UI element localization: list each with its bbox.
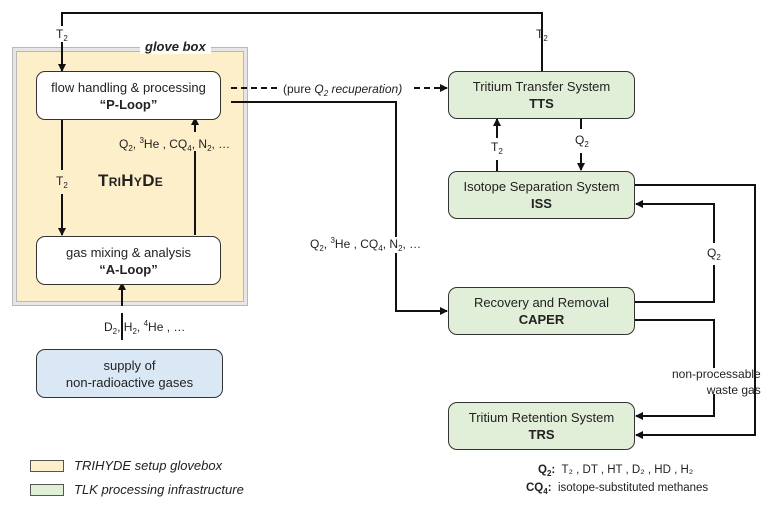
iss-title: Isotope Separation System: [463, 179, 620, 194]
p-to-caper-line: [231, 101, 397, 239]
iss-node: Isotope Separation System ISS: [448, 171, 635, 219]
trihyde-label: TRIHYDE: [98, 171, 164, 190]
legend-label-tlk: TLK processing infrastructure: [74, 482, 244, 497]
t2-label-inner: T2: [56, 174, 68, 190]
caper-waste-to-trs: [635, 394, 715, 420]
trs-node: Tritium Retention System TRS: [448, 402, 635, 450]
p-to-caper-gas-label: Q2, 3He , CQ4, N2, …: [308, 236, 424, 253]
note-cq4: CQ4: isotope-substituted methanes: [526, 482, 709, 496]
note-q2: Q2: T₂ , DT , HT , D₂ , HD , H₂: [538, 464, 694, 478]
a-loop-node: gas mixing & analysis “A-Loop”: [36, 236, 221, 285]
iss-to-trs-line: [634, 184, 756, 439]
tts-node: Tritium Transfer System TTS: [448, 71, 635, 119]
a-to-p-gas-label: Q2, 3He , CQ4, N2, …: [117, 136, 233, 153]
supply-gas-label: D2, H2, 4He , …: [104, 319, 186, 336]
q2-label-iss: Q2: [707, 246, 721, 262]
caper-title: Recovery and Removal: [473, 295, 610, 310]
caper-q2-to-iss-b: [635, 200, 715, 243]
t2-label-tts: T2: [491, 140, 503, 156]
supply-line2: non-radioactive gases: [65, 374, 194, 390]
caper-waste-line: [634, 319, 715, 368]
q2-label-tts: Q2: [575, 133, 589, 149]
t2-label-top-left: T2: [56, 27, 68, 43]
tts-abbrev: TTS: [529, 96, 554, 111]
iss-abbrev: ISS: [531, 196, 552, 211]
p-loop-node: flow handling & processing “P-Loop”: [36, 71, 221, 120]
a-loop-name: “A-Loop”: [99, 261, 158, 277]
caper-abbrev: CAPER: [518, 312, 565, 327]
t2-label-top-right: T2: [536, 27, 548, 43]
p-to-caper-arrow: [395, 253, 448, 315]
a-loop-title: gas mixing & analysis: [66, 244, 191, 260]
t2-return-line: [61, 12, 543, 71]
caper-q2-to-iss-a: [634, 265, 715, 303]
p-loop-name: “P-Loop”: [99, 96, 158, 112]
supply-node: supply of non-radioactive gases: [36, 349, 223, 398]
p-loop-title: flow handling & processing: [51, 79, 206, 95]
legend-swatch-tlk: [30, 484, 64, 496]
trs-abbrev: TRS: [528, 427, 555, 442]
trs-title: Tritium Retention System: [468, 410, 615, 425]
glovebox-title: glove box: [140, 40, 211, 54]
supply-line1: supply of: [103, 357, 156, 373]
legend-swatch-glovebox: [30, 460, 64, 472]
tts-title: Tritium Transfer System: [472, 79, 611, 94]
waste-gas-label: non-processable waste gas: [672, 367, 761, 397]
recuperation-label: (pure Q2 recuperation): [283, 82, 403, 98]
caper-node: Recovery and Removal CAPER: [448, 287, 635, 335]
legend-label-glovebox: TRIHYDE setup glovebox: [74, 458, 223, 473]
